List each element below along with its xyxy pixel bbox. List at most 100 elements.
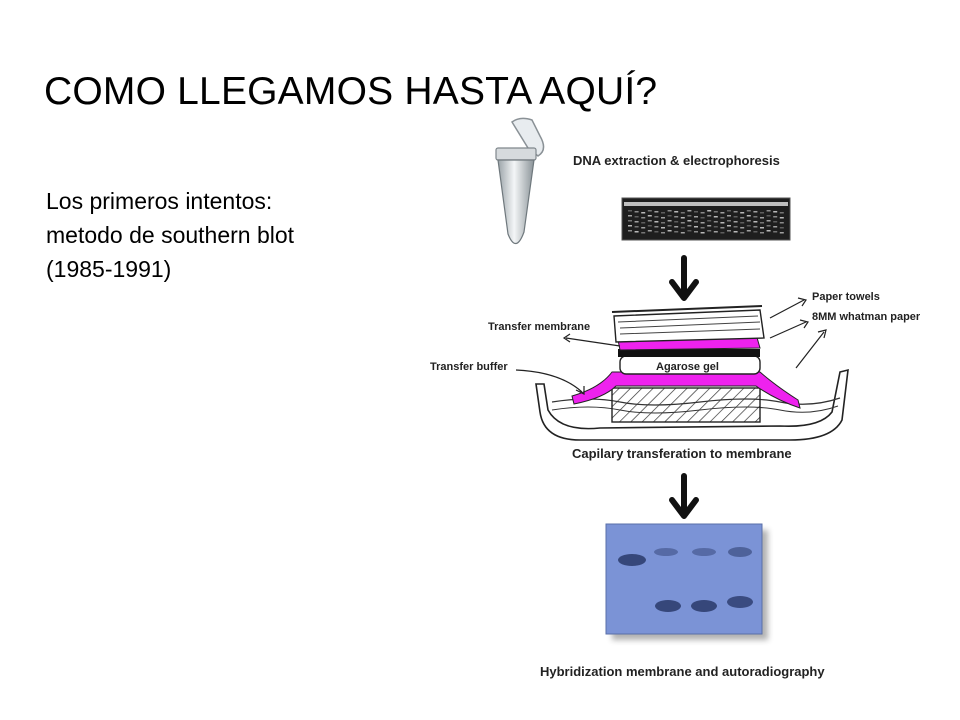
- body-line: metodo de southern blot: [46, 222, 295, 248]
- paper-towels-label: Paper towels: [812, 291, 880, 303]
- gel-band: [733, 216, 738, 218]
- gel-band: [740, 227, 745, 229]
- gel-band: [628, 220, 632, 222]
- gel-bands: [628, 210, 784, 234]
- gel-band: [753, 221, 758, 223]
- gel-band: [713, 216, 718, 218]
- gel-band: [661, 217, 665, 219]
- gel-band: [720, 212, 725, 214]
- gel-band: [628, 215, 632, 217]
- gel-band: [707, 230, 712, 232]
- gel-band: [733, 211, 738, 213]
- gel-band: [753, 211, 758, 213]
- gel-band: [733, 221, 738, 223]
- gel-band: [773, 221, 778, 223]
- gel-band: [661, 222, 665, 224]
- gel-band: [746, 220, 751, 222]
- gel-band: [713, 221, 718, 223]
- gel-band: [760, 217, 764, 219]
- gel-band: [779, 222, 784, 224]
- gel-band: [647, 215, 652, 217]
- gel-band: [753, 226, 758, 228]
- gel-band: [700, 232, 705, 234]
- gel-band: [727, 220, 731, 222]
- gel-band: [766, 230, 771, 232]
- gel-band: [667, 225, 672, 227]
- agarose-gel-label: Agarose gel: [656, 361, 719, 373]
- gel-band: [779, 217, 784, 219]
- gel-band: [641, 227, 646, 229]
- gel-band: [713, 226, 718, 228]
- gel-band: [707, 210, 712, 212]
- gel-band: [680, 212, 685, 214]
- slide-title: COMO LLEGAMOS HASTA AQUÍ?: [44, 70, 658, 113]
- gel-band: [740, 232, 745, 234]
- gel-band: [674, 231, 679, 233]
- gel-band: [647, 220, 652, 222]
- gel-band: [641, 212, 646, 214]
- gel-band: [720, 232, 725, 234]
- gel-band: [766, 225, 771, 227]
- gel-band: [720, 227, 725, 229]
- gel-band: [634, 211, 639, 213]
- gel-band: [647, 210, 652, 212]
- gel-band: [707, 225, 712, 227]
- gel-band: [766, 220, 771, 222]
- gel-band: [680, 227, 685, 229]
- gel-band: [654, 221, 659, 223]
- transfer-buffer-label: Transfer buffer: [430, 361, 508, 373]
- gel-band: [641, 217, 646, 219]
- gel-band: [628, 210, 632, 212]
- gel-band: [707, 220, 712, 222]
- gel-band: [779, 212, 784, 214]
- down-arrow-icon: [669, 255, 699, 301]
- gel-band: [707, 215, 712, 217]
- gel-band: [661, 227, 665, 229]
- gel-band: [713, 231, 718, 233]
- down-arrow-icon: [669, 473, 699, 519]
- gel-band: [634, 221, 639, 223]
- gel-band: [661, 212, 665, 214]
- gel-band: [641, 222, 646, 224]
- gel-band: [713, 211, 718, 213]
- gel-band: [634, 226, 639, 228]
- body-line: (1985-1991): [46, 256, 172, 282]
- gel-band: [674, 211, 679, 213]
- gel-band: [727, 215, 731, 217]
- gel-band: [700, 212, 705, 214]
- gel-band: [687, 225, 692, 227]
- gel-band: [687, 215, 692, 217]
- gel-band: [694, 231, 698, 233]
- gel-band: [760, 222, 764, 224]
- autoradiography-bands: [618, 547, 753, 612]
- gel-band: [687, 230, 692, 232]
- gel-band: [740, 217, 745, 219]
- gel-band: [733, 231, 738, 233]
- capillary-transfer-apparatus: Agarose gel Paper towels 8MM whatman pap…: [430, 291, 921, 441]
- gel-band: [760, 232, 764, 234]
- gel-band: [634, 216, 639, 218]
- gel-band: [647, 230, 652, 232]
- gel-band: [667, 215, 672, 217]
- gel-band: [680, 217, 685, 219]
- gel-band: [753, 231, 758, 233]
- body-line: Los primeros intentos:: [46, 188, 273, 214]
- gel-band: [694, 221, 698, 223]
- gel-band: [700, 222, 705, 224]
- transfer-membrane-label: Transfer membrane: [488, 321, 590, 333]
- gel-band: [674, 216, 679, 218]
- gel-band: [700, 227, 705, 229]
- gel-band: [773, 231, 778, 233]
- gel-band: [680, 232, 685, 234]
- gel-band: [634, 231, 639, 233]
- gel-band: [746, 215, 751, 217]
- gel-band: [694, 216, 698, 218]
- gel-band: [773, 226, 778, 228]
- gel-band: [733, 226, 738, 228]
- microcentrifuge-tube-icon: [495, 117, 545, 245]
- gel-band: [727, 210, 731, 212]
- gel-band: [746, 225, 751, 227]
- step1-label: DNA extraction & electrophoresis: [573, 153, 780, 168]
- gel-band: [667, 220, 672, 222]
